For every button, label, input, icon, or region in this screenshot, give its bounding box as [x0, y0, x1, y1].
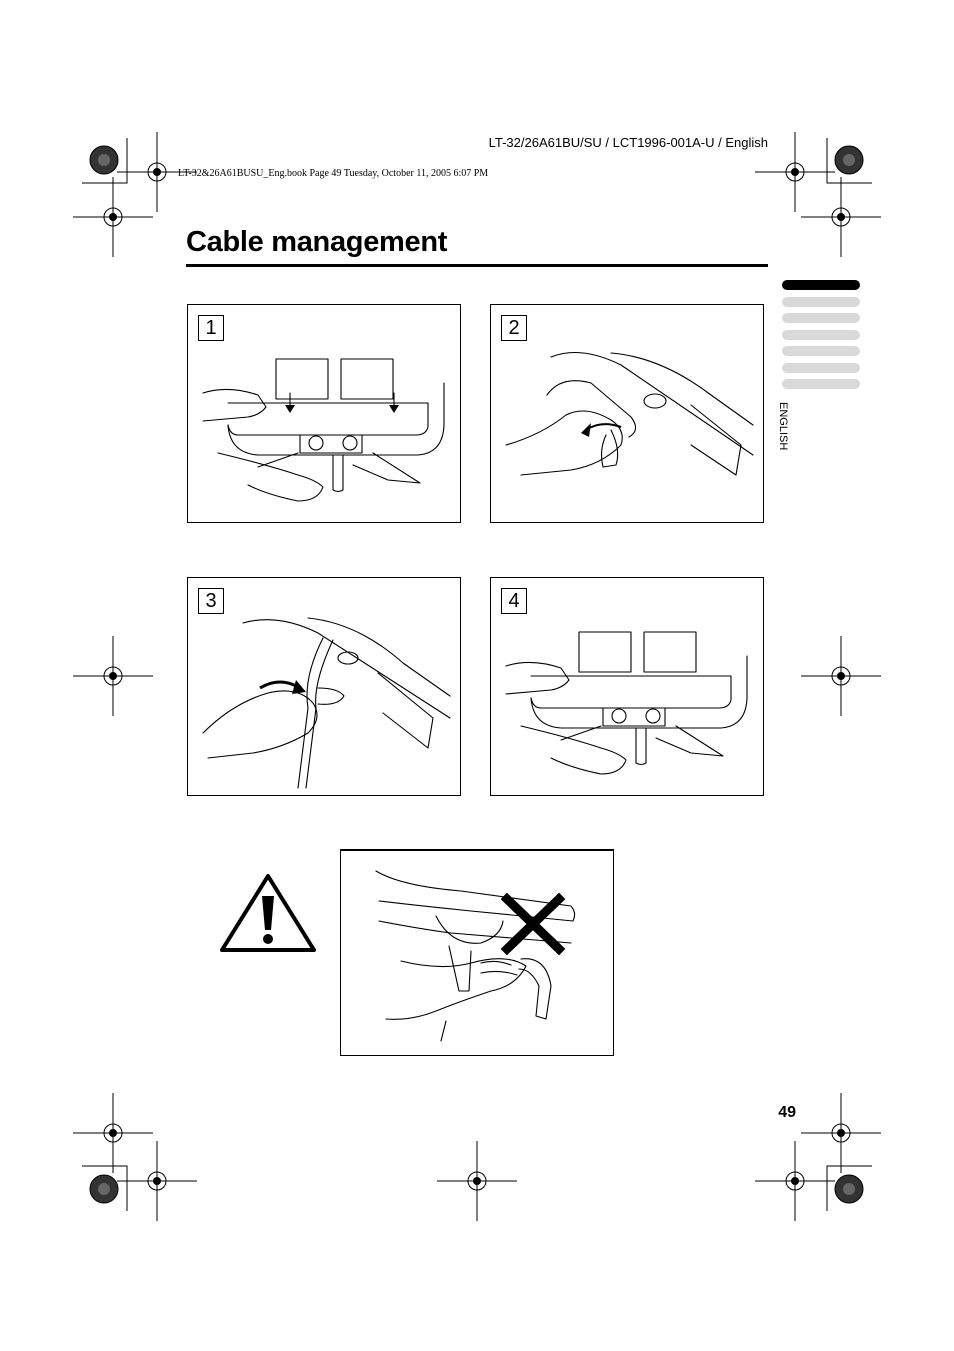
step-2-panel: 2	[490, 304, 764, 523]
section-tab	[782, 330, 860, 340]
registration-disc-icon	[89, 145, 119, 175]
registration-crosshair-icon	[754, 1140, 836, 1222]
cross-mark-icon	[501, 893, 565, 955]
step-1-panel: 1	[187, 304, 461, 523]
page-title: Cable management	[186, 226, 448, 258]
section-tab	[782, 363, 860, 373]
document-id: LT-32/26A61BU/SU / LCT1996-001A-U / Engl…	[488, 135, 768, 150]
caution-illustration	[375, 870, 576, 1042]
registration-crosshair-icon	[72, 176, 154, 258]
registration-crosshair-icon	[800, 635, 882, 717]
registration-crosshair-icon	[72, 635, 154, 717]
registration-crosshair-icon	[72, 1092, 154, 1174]
step-3-panel: 3	[187, 577, 461, 796]
section-tab	[782, 379, 860, 389]
section-tab	[782, 346, 860, 356]
registration-crosshair-icon	[800, 176, 882, 258]
page-number: 49	[778, 1104, 796, 1121]
step-1-illustration	[202, 358, 445, 502]
warning-triangle-exclamation-icon	[220, 874, 316, 952]
step-number: 4	[501, 588, 527, 614]
step-2-illustration	[505, 352, 754, 476]
section-tab	[782, 313, 860, 323]
step-number: 3	[198, 588, 224, 614]
registration-disc-icon	[834, 1174, 864, 1204]
registration-disc-icon	[89, 1174, 119, 1204]
step-number: 1	[198, 315, 224, 341]
step-number: 2	[501, 315, 527, 341]
registration-crosshair-icon	[116, 1140, 198, 1222]
caution-panel	[340, 849, 614, 1056]
step-4-illustration	[505, 631, 748, 775]
section-tab	[782, 297, 860, 307]
book-info-line: LT-32&26A61BUSU_Eng.book Page 49 Tuesday…	[178, 168, 489, 179]
language-label: ENGLISH	[777, 402, 789, 451]
title-rule	[186, 264, 768, 267]
registration-crosshair-icon	[436, 1140, 518, 1222]
section-tab-active	[782, 280, 860, 290]
registration-crosshair-icon	[800, 1092, 882, 1174]
step-4-panel: 4	[490, 577, 764, 796]
step-3-illustration	[202, 617, 451, 789]
registration-disc-icon	[834, 145, 864, 175]
